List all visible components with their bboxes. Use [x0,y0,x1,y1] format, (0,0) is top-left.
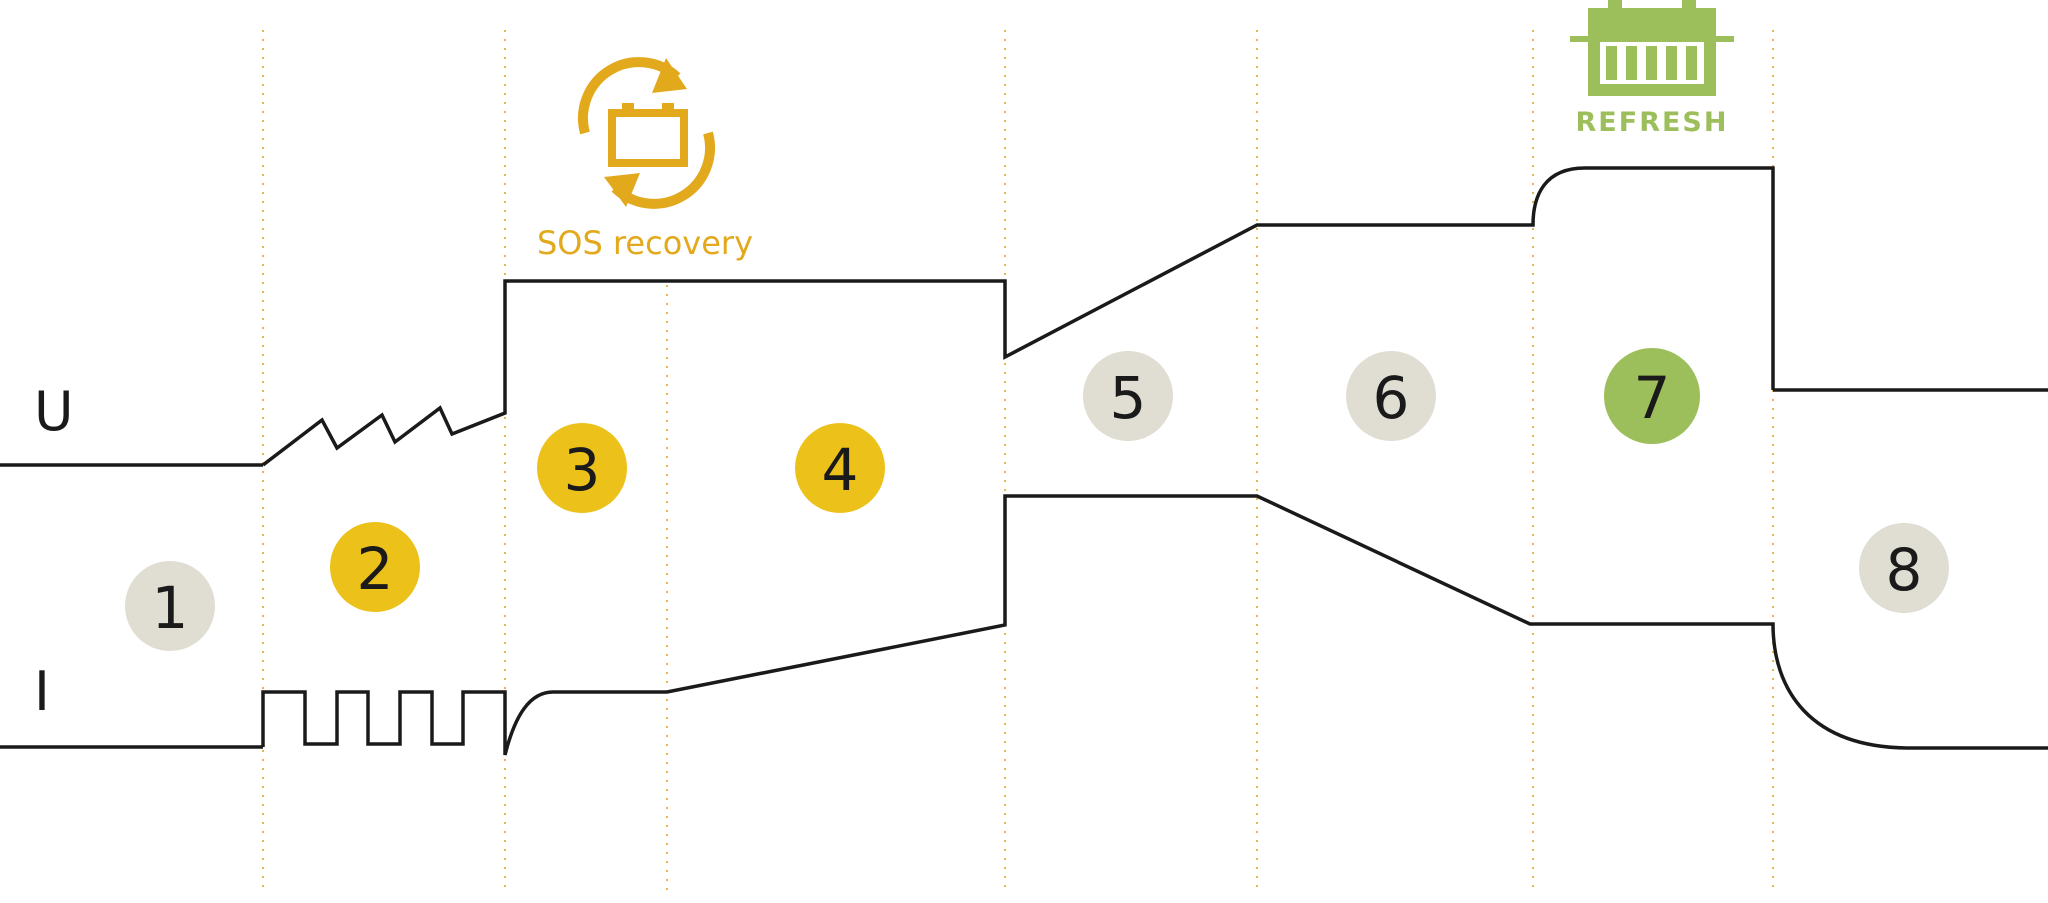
stage-6-marker: 6 [1346,351,1436,441]
battery-body [608,109,688,167]
stage-2-circle [330,522,420,612]
stage-4-number: 4 [822,436,859,504]
recycle-arrow-bottom-head [604,173,640,207]
stage-6-circle [1346,351,1436,441]
battery-terminal-left [622,103,634,113]
current-axis-label: I [34,660,50,723]
stage-3-number: 3 [564,436,601,504]
stage-separators [262,30,1774,890]
stage-2-number: 2 [357,535,394,603]
sos-recovery-label: SOS recovery [537,224,753,262]
recycle-arrow-bottom [611,131,715,209]
refresh-battery-bar-5 [1686,46,1697,80]
recycle-arrow-top [578,57,681,135]
battery-refresh-icon [1570,0,1734,96]
stage-5-marker: 5 [1083,351,1173,441]
stage-8-marker: 8 [1859,523,1949,613]
recycle-arrow-top-head [652,58,687,93]
voltage-curve [0,166,2048,467]
stage-7-circle [1604,348,1700,444]
refresh-battery-rim [1570,36,1734,42]
refresh-battery-terminal-left [1608,0,1622,10]
stage-4-circle [795,423,885,513]
stage-7-number: 7 [1634,364,1671,432]
current-curve [0,494,2048,756]
stage-1-number: 1 [152,574,189,642]
refresh-battery-bar-1 [1606,46,1617,80]
stage-4-marker: 4 [795,423,885,513]
stage-5-number: 5 [1110,364,1147,432]
battery-terminal-right [662,103,674,113]
refresh-battery-bar-4 [1666,46,1677,80]
refresh-battery-bar-3 [1646,46,1657,80]
stage-6-number: 6 [1373,364,1410,432]
stage-1-marker: 1 [125,561,215,651]
stage-8-number: 8 [1886,536,1923,604]
stage-5-circle [1083,351,1173,441]
stage-1-circle [125,561,215,651]
battery-recycle-icon [578,57,715,209]
refresh-label: REFRESH [1576,107,1729,138]
refresh-battery-terminal-right [1682,0,1696,10]
stage-2-marker: 2 [330,522,420,612]
stage-3-marker: 3 [537,423,627,513]
refresh-battery-bar-2 [1626,46,1637,80]
voltage-axis-label: U [34,380,74,443]
stage-markers: 1 2 3 4 5 6 7 8 [125,348,1949,651]
stage-7-marker: 7 [1604,348,1700,444]
voltage-curve-main [261,166,1775,467]
stage-8-circle [1859,523,1949,613]
stage-3-circle [537,423,627,513]
current-curve-main [261,494,1911,756]
